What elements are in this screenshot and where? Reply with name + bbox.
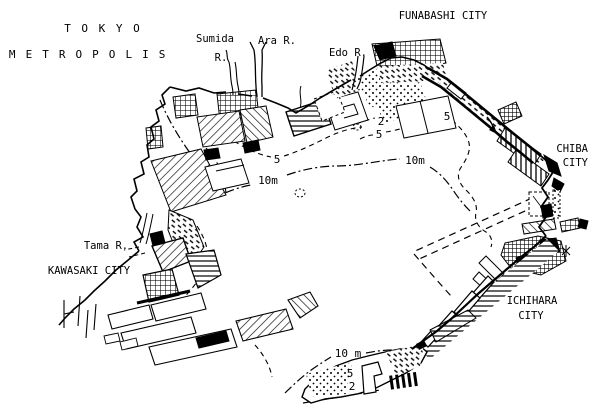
pier-detail <box>215 164 245 172</box>
kawasaki-docks <box>63 230 319 366</box>
rivers <box>123 41 365 258</box>
coastline <box>58 56 555 350</box>
contour-10m-south-b <box>365 349 393 354</box>
contour-10m-south-a <box>284 356 332 394</box>
naka-creek <box>299 85 302 109</box>
tokyo-landfill <box>145 61 457 264</box>
landfill-strip <box>429 309 477 343</box>
region-title-line2: M E T R O P O L I S <box>9 48 167 61</box>
tama-river-mouth <box>123 246 146 258</box>
depth-label-10m-south: 10 m <box>335 347 362 360</box>
landfill-block <box>185 249 222 289</box>
depth-label-10m-west: 10m <box>258 174 278 187</box>
ara-river <box>249 41 267 98</box>
coast-ichihara <box>411 235 547 350</box>
label-funabashi-city: FUNABASHI CITY <box>399 10 488 22</box>
coast-ara-to-edo <box>262 79 352 114</box>
dashed-landfill <box>313 90 346 122</box>
landfill-block <box>497 101 523 125</box>
coast-sumida-to-ara <box>237 93 253 97</box>
landfill-block <box>203 147 221 161</box>
label-kawasaki-city: KAWASAKI CITY <box>48 265 131 277</box>
contour-5m-mid <box>283 126 363 157</box>
south-landfill <box>301 309 477 404</box>
stipple-flats <box>306 362 352 397</box>
label-tama-river: Tama R. <box>84 240 128 252</box>
pier-detail <box>93 303 97 331</box>
label-ara-river: Ara R. <box>258 35 296 47</box>
contour-10m-mid <box>286 158 401 176</box>
striped-pier <box>507 149 550 187</box>
basin-outline <box>552 189 561 219</box>
marsh-flats <box>386 344 424 376</box>
contour-5m-west <box>219 129 272 158</box>
depth-label-2-south: 2 <box>349 380 356 393</box>
label-chiba-city-2: CITY <box>563 157 589 169</box>
coast-chiba-head <box>537 155 555 237</box>
contour-5m-chiba <box>451 119 493 248</box>
landfill-block <box>373 41 397 61</box>
islet <box>352 123 362 131</box>
dock-outline <box>150 292 207 322</box>
coast-funabashi-chiba-inner <box>421 74 534 164</box>
coast-edo-to-funabashi <box>359 56 429 77</box>
dock-outline <box>119 337 139 351</box>
dock-outline <box>287 291 319 319</box>
region-title-line1: T O K Y O <box>64 22 142 35</box>
dock-outline <box>107 304 154 330</box>
label-chiba-city-1: CHIBA <box>556 143 588 155</box>
navigation-channel <box>412 192 548 298</box>
pier-detail <box>77 295 81 327</box>
label-edo-river: Edo R. <box>329 47 367 59</box>
dock-edge <box>136 289 191 305</box>
pier-outline <box>361 361 383 395</box>
landfill-block <box>172 93 199 119</box>
landfill-block <box>416 340 427 350</box>
contour-10m-east <box>429 166 471 212</box>
dock-block <box>195 330 230 349</box>
landfill-block <box>239 105 274 144</box>
label-sumida-river-2: R. <box>215 52 228 64</box>
label-ichihara-city-1: ICHIHARA <box>507 295 558 307</box>
coast-tokyo-north <box>169 86 227 94</box>
coast-funabashi-chiba-outer <box>427 66 542 157</box>
tama-river <box>139 212 154 245</box>
dock-bars <box>389 371 418 390</box>
depth-label-5-north: 5 <box>376 128 383 141</box>
pier-detail <box>419 100 429 134</box>
coast-tokyo-west <box>130 86 171 252</box>
small-piers <box>63 295 97 339</box>
landfill-block <box>149 230 166 247</box>
star-mark-icon <box>561 245 571 257</box>
label-ichihara-city-2: CITY <box>518 310 544 322</box>
pier-outline <box>204 158 250 192</box>
chiba-port <box>472 189 589 291</box>
depth-label-5-northeast: 5 <box>444 110 451 123</box>
landfill-block <box>150 148 227 213</box>
depth-label-5-west: 5 <box>274 153 281 166</box>
edo-river <box>351 55 365 91</box>
label-sumida-river-1: Sumida <box>196 33 234 45</box>
depth-label-2-north: 2 <box>378 115 385 128</box>
pier-detail <box>339 103 359 119</box>
coast-kawasaki <box>58 250 140 326</box>
depth-label-5-south: 5 <box>347 367 354 380</box>
islet <box>294 188 306 198</box>
channel-line-c <box>413 253 453 298</box>
map-labels: T O K Y O M E T R O P O L I S Sumida R. … <box>9 10 589 393</box>
landfill-block <box>543 153 562 177</box>
sumida-river <box>225 49 240 96</box>
pier-outline <box>395 95 457 139</box>
pier-detail <box>85 309 89 339</box>
landfill-block <box>577 218 589 230</box>
landfill-block <box>242 139 261 154</box>
landfill-block <box>145 125 164 150</box>
contour-dock-edge <box>254 344 273 378</box>
landfill-block <box>196 110 246 148</box>
dock-outline <box>103 332 121 345</box>
landfill-strip <box>559 217 581 233</box>
depth-label-10m-center: 10m <box>405 154 425 167</box>
dock-outline <box>235 308 294 342</box>
